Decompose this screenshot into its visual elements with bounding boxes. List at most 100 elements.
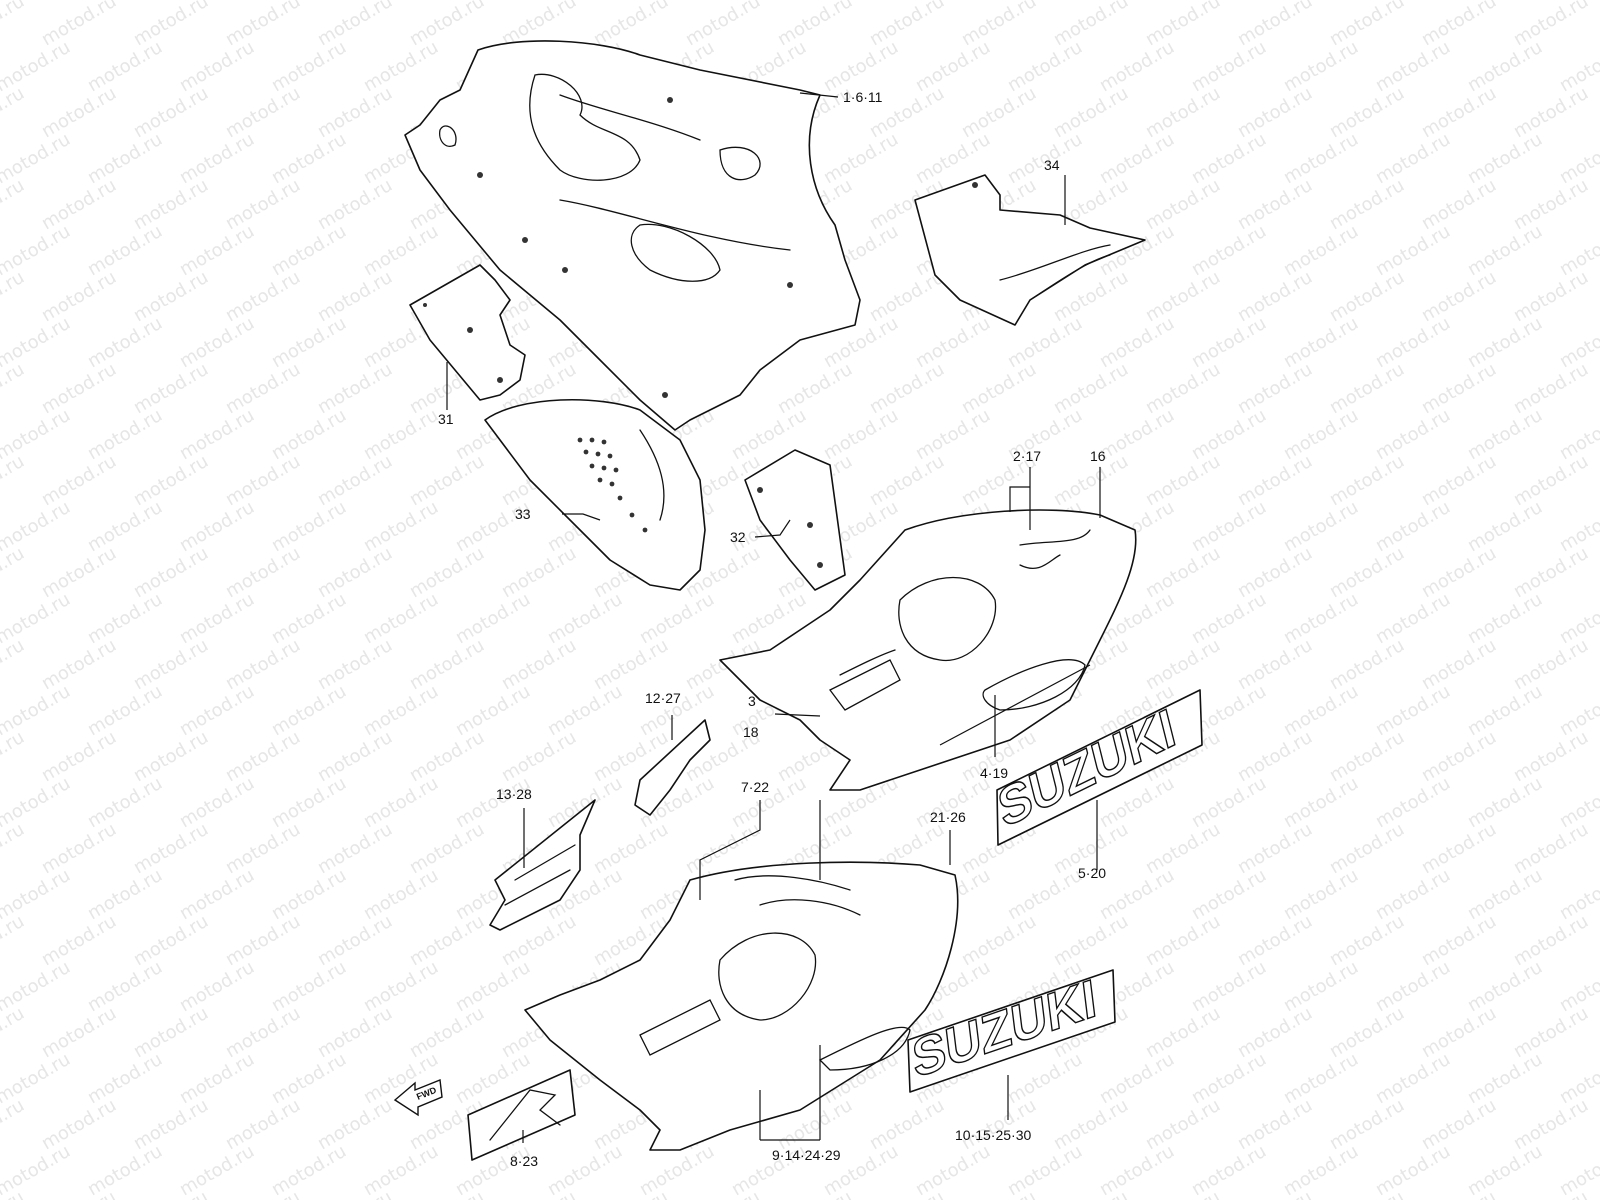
callout-33[interactable]: 33 (515, 506, 531, 522)
watermark-text: motod.ru (0, 175, 28, 234)
watermark-text: motod.ru (1464, 313, 1546, 372)
watermark-text: motod.ru (360, 681, 442, 740)
watermark-text: motod.ru (84, 589, 166, 648)
part-16-upper-under-cowl[interactable] (719, 509, 1137, 791)
watermark-text: motod.ru (498, 1187, 580, 1200)
watermark-text: motod.ru (1280, 129, 1362, 188)
watermark-text: motod.ru (268, 313, 350, 372)
watermark-text: motod.ru (590, 1187, 672, 1200)
watermark-text: motod.ru (314, 83, 396, 142)
watermark-text: motod.ru (1142, 0, 1224, 50)
decal-gsxr-upper[interactable] (829, 649, 901, 711)
watermark-text: motod.ru (38, 0, 120, 50)
watermark-text: motod.ru (130, 1095, 212, 1154)
watermark-text: motod.ru (682, 0, 764, 50)
watermark-text: motod.ru (222, 635, 304, 694)
watermark-text: motod.ru (176, 865, 258, 924)
callout-4-19[interactable]: 4·19 (980, 765, 1008, 781)
watermark-text: motod.ru (406, 543, 488, 602)
watermark-text: motod.ru (958, 0, 1040, 50)
callout-7-22[interactable]: 7·22 (741, 779, 769, 795)
watermark-text: motod.ru (1326, 175, 1408, 234)
watermark-text: motod.ru (314, 911, 396, 970)
watermark-text: motod.ru (0, 911, 28, 970)
callout-2-17[interactable]: 2·17 (1013, 448, 1041, 464)
watermark-text: motod.ru (1510, 0, 1592, 50)
watermark-text: motod.ru (314, 1003, 396, 1062)
watermark-text: motod.ru (268, 865, 350, 924)
watermark-text: motod.ru (360, 865, 442, 924)
watermark-text: motod.ru (222, 175, 304, 234)
decal-8-23-r-badge[interactable] (467, 1069, 576, 1161)
callout-32[interactable]: 32 (730, 529, 746, 545)
watermark-text: motod.ru (1188, 497, 1270, 556)
watermark-text: motod.ru (360, 497, 442, 556)
watermark-text: motod.ru (1326, 911, 1408, 970)
watermark-text: motod.ru (0, 451, 28, 510)
watermark-text: motod.ru (1418, 1095, 1500, 1154)
part-33-perforated-shield[interactable] (484, 398, 706, 591)
watermark-text: motod.ru (268, 129, 350, 188)
watermark-text: motod.ru (360, 1141, 442, 1200)
watermark-text: motod.ru (1280, 405, 1362, 464)
watermark-text: motod.ru (1326, 83, 1408, 142)
watermark-text: motod.ru (1418, 1003, 1500, 1062)
callout-5-20[interactable]: 5·20 (1078, 865, 1106, 881)
watermark-text: motod.ru (1464, 37, 1546, 96)
decal-gsxr-lower[interactable] (639, 999, 721, 1056)
callout-13-28[interactable]: 13·28 (496, 786, 532, 802)
callout-21-26[interactable]: 21·26 (930, 809, 966, 825)
watermark-text: motod.ru (1188, 129, 1270, 188)
watermark-text: motod.ru (222, 83, 304, 142)
watermark-text: motod.ru (314, 635, 396, 694)
watermark-text: motod.ru (498, 727, 580, 786)
watermark-text: motod.ru (130, 911, 212, 970)
callout-12-27[interactable]: 12·27 (645, 690, 681, 706)
watermark-text: motod.ru (130, 1003, 212, 1062)
watermark-text: motod.ru (38, 1095, 120, 1154)
leader-lines (446, 92, 1101, 1143)
callout-1-6-11[interactable]: 1·6·11 (843, 89, 883, 105)
callout-16[interactable]: 16 (1090, 448, 1106, 464)
part-side-cowling[interactable] (404, 40, 861, 431)
decal-13-28-gsxr[interactable] (489, 799, 596, 931)
watermark-text: motod.ru (176, 957, 258, 1016)
part-21-26-lower-under-cowl[interactable] (524, 861, 959, 1151)
callout-34[interactable]: 34 (1044, 157, 1060, 173)
watermark-text: motod.ru (1372, 497, 1454, 556)
decal-12-27-strip[interactable] (634, 719, 711, 816)
watermark-text: motod.ru (406, 727, 488, 786)
callout-3[interactable]: 3 (748, 693, 756, 709)
watermark-text: motod.ru (360, 589, 442, 648)
watermark-text: motod.ru (84, 1049, 166, 1108)
watermark-text: motod.ru (1142, 819, 1224, 878)
watermark-text: motod.ru (406, 819, 488, 878)
part-34-inner-panel[interactable] (914, 174, 1146, 326)
watermark-text: motod.ru (1418, 727, 1500, 786)
watermark-text: motod.ru (1142, 1187, 1224, 1200)
callout-18[interactable]: 18 (743, 724, 759, 740)
watermark-text: motod.ru (1418, 451, 1500, 510)
watermark-text: motod.ru (222, 911, 304, 970)
watermark-text: motod.ru (1280, 497, 1362, 556)
watermark-text: motod.ru (544, 1141, 626, 1200)
callout-31[interactable]: 31 (438, 411, 454, 427)
watermark-text: motod.ru (1326, 543, 1408, 602)
part-32-side-panel[interactable] (744, 449, 846, 591)
watermark-text: motod.ru (1326, 819, 1408, 878)
watermark-text: motod.ru (406, 911, 488, 970)
watermark-text: motod.ru (406, 0, 488, 50)
watermark-text: motod.ru (1418, 1187, 1500, 1200)
watermark-text: motod.ru (314, 727, 396, 786)
part-31-bracket-panel[interactable] (409, 264, 526, 401)
watermark-text: motod.ru (268, 681, 350, 740)
watermark-text: motod.ru (1372, 589, 1454, 648)
callout-9-14-24-29[interactable]: 9·14·24·29 (772, 1147, 841, 1163)
watermark-text: motod.ru (176, 405, 258, 464)
watermark-text: motod.ru (1188, 589, 1270, 648)
watermark-text: motod.ru (1234, 1095, 1316, 1154)
callout-10-15-25-30[interactable]: 10·15·25·30 (955, 1127, 1031, 1143)
watermark-text: motod.ru (1234, 1187, 1316, 1200)
callout-8-23[interactable]: 8·23 (510, 1153, 538, 1169)
watermark-text: motod.ru (1050, 83, 1132, 142)
